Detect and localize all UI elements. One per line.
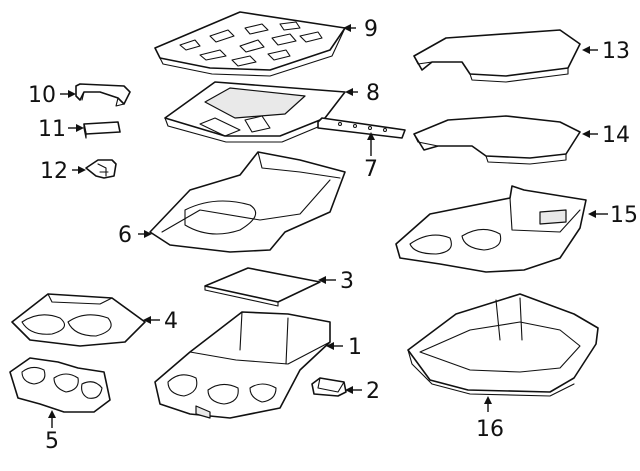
callout-15: 15 bbox=[610, 203, 638, 228]
callout-5: 5 bbox=[45, 429, 59, 454]
callout-16: 16 bbox=[476, 417, 504, 442]
callout-9: 9 bbox=[364, 17, 378, 42]
callout-6: 6 bbox=[118, 223, 132, 248]
part-4-foam-tray bbox=[11, 293, 146, 347]
callout-1: 1 bbox=[348, 335, 362, 360]
callout-14: 14 bbox=[602, 123, 630, 148]
part-15-cushion-foam bbox=[395, 185, 587, 273]
callout-7: 7 bbox=[364, 157, 378, 182]
callout-3: 3 bbox=[340, 269, 354, 294]
callout-labels: 9 8 7 10 11 12 6 3 4 5 1 2 13 14 15 16 bbox=[28, 17, 638, 454]
part-12-clip bbox=[85, 159, 117, 179]
part-10-clip bbox=[75, 83, 131, 107]
part-8-frame bbox=[164, 81, 346, 143]
part-13-cushion-cover bbox=[413, 29, 581, 83]
part-9-frame-panel bbox=[154, 11, 346, 77]
part-5-lower-foam bbox=[9, 357, 111, 413]
part-11-block bbox=[83, 121, 121, 139]
part-16-cushion-assembly bbox=[407, 293, 599, 397]
part-14-cushion-cover bbox=[413, 115, 581, 165]
callout-11: 11 bbox=[38, 117, 66, 142]
part-2-bracket bbox=[311, 377, 347, 397]
callout-2: 2 bbox=[366, 379, 380, 404]
callout-13: 13 bbox=[602, 39, 630, 64]
callout-8: 8 bbox=[366, 81, 380, 106]
callout-12: 12 bbox=[40, 159, 68, 184]
part-3-pad bbox=[204, 267, 321, 307]
part-1-seat-base bbox=[154, 311, 331, 419]
leader-lines bbox=[48, 24, 608, 428]
callout-4: 4 bbox=[164, 309, 178, 334]
part-6-seat-pan bbox=[149, 151, 346, 253]
callout-10: 10 bbox=[28, 83, 56, 108]
part-7-bracket bbox=[317, 117, 406, 139]
